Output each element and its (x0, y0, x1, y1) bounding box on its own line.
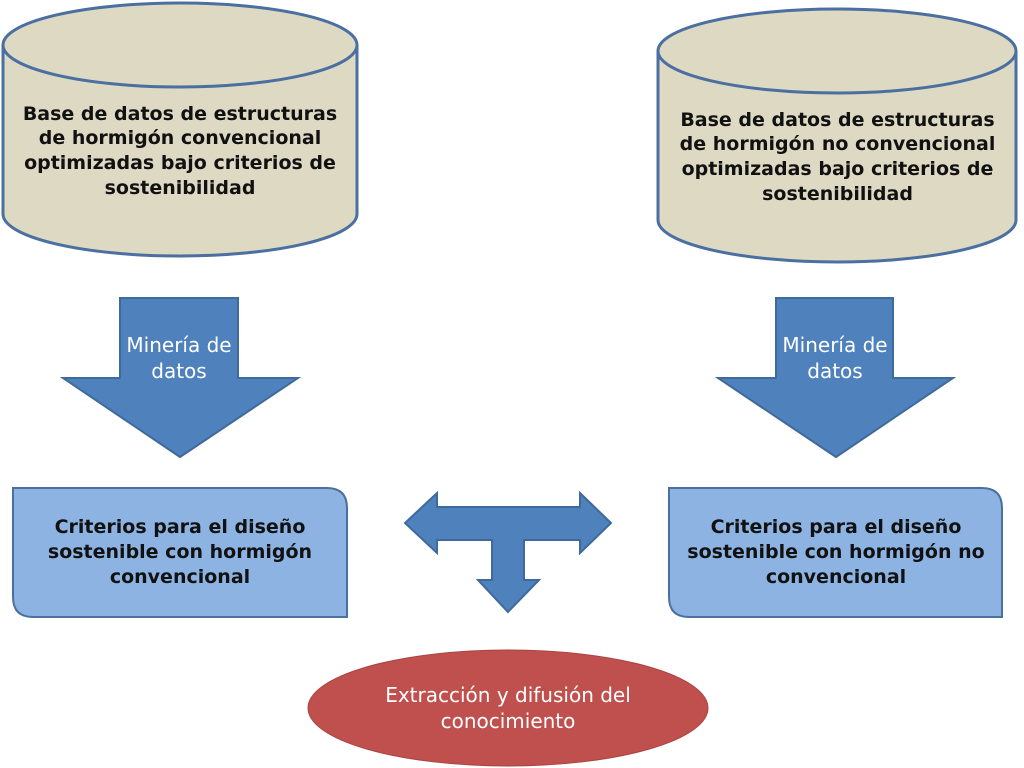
database-left-cylinder (1, 1, 359, 258)
t-arrow-icon (403, 490, 613, 614)
criteria-right-box (668, 487, 1003, 618)
outcome-ellipse (307, 649, 709, 767)
database-left-label: Base de datos de estructuras de hormigón… (22, 102, 338, 199)
outcome-label: Extracción y difusión del conocimiento (385, 683, 631, 733)
criteria-left-label: Criterios para el diseño sostenible con … (47, 516, 313, 588)
criteria-left-box (12, 487, 348, 618)
arrow-right-label: Minería de datos (782, 333, 888, 383)
criteria-right-label: Criterios para el diseño sostenible con … (687, 516, 985, 588)
data-mining-arrow-right (714, 297, 957, 459)
database-right-cylinder (656, 7, 1018, 264)
data-mining-arrow-left (59, 297, 302, 459)
arrow-left-label: Minería de datos (126, 333, 232, 383)
database-right-label: Base de datos de estructuras de hormigón… (679, 108, 996, 205)
